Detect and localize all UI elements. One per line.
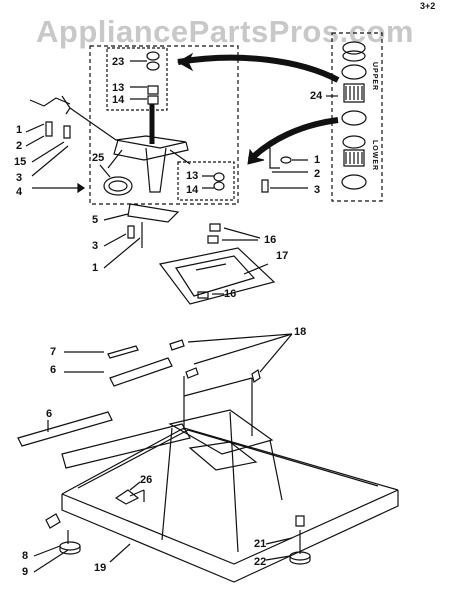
lower-label: LOWER <box>371 140 378 172</box>
right-clip <box>262 148 280 168</box>
upper-label: UPPER <box>371 62 378 92</box>
callout-1b: 1 <box>314 154 321 166</box>
upper-ring-1 <box>343 42 365 54</box>
callout-1a: 1 <box>16 124 23 136</box>
callout-1c: 1 <box>92 262 99 274</box>
callout-18: 18 <box>294 326 307 338</box>
callout-19: 19 <box>94 562 107 574</box>
watermark: AppliancePartsPros.com <box>36 14 414 49</box>
callout-2b: 2 <box>314 168 321 180</box>
callout-9: 9 <box>22 566 29 578</box>
lower-ring-1 <box>343 136 365 148</box>
callout-6b: 6 <box>46 408 53 420</box>
callout-25: 25 <box>92 152 105 164</box>
upper-seal <box>342 111 366 125</box>
upper-bearing <box>344 84 364 102</box>
part-17-plate <box>160 248 274 304</box>
callout-3b: 3 <box>314 184 321 196</box>
base-frame-front <box>62 490 398 564</box>
callout-8: 8 <box>22 550 29 562</box>
callout-6a: 6 <box>50 364 57 376</box>
lower-bearing <box>344 150 364 166</box>
callout-23: 23 <box>112 56 125 68</box>
callout-3c: 3 <box>92 240 99 252</box>
base-frame-rear <box>62 428 398 494</box>
part-26 <box>116 490 138 504</box>
part-25-ring <box>104 177 132 195</box>
right-panel-outline <box>332 33 382 201</box>
left-clip <box>30 98 70 106</box>
frame-rail-left <box>62 424 190 468</box>
callout-4: 4 <box>16 186 23 198</box>
callout-15: 15 <box>14 156 27 168</box>
callout-13a: 13 <box>112 82 125 94</box>
callout-17: 17 <box>276 250 289 262</box>
callout-22: 22 <box>254 556 267 568</box>
upper-arrow <box>178 58 338 80</box>
lower-seal <box>342 175 366 189</box>
callout-24: 24 <box>310 90 323 102</box>
callout-16a: 16 <box>264 234 277 246</box>
upper-inset-box <box>107 48 167 110</box>
callout-14a: 14 <box>112 94 125 106</box>
callout-5: 5 <box>92 214 99 226</box>
callout-3a: 3 <box>16 172 23 184</box>
right-inset-box <box>178 162 234 200</box>
lower-arrow <box>250 120 338 160</box>
part-6-upper <box>110 358 172 386</box>
header-mark: 3+2 <box>420 1 436 11</box>
part-6-lower <box>18 412 112 446</box>
callout-2a: 2 <box>16 140 23 152</box>
upper-ring-2 <box>342 65 366 79</box>
part-5-bracket <box>128 204 178 222</box>
callout-26: 26 <box>140 474 153 486</box>
callout-21: 21 <box>254 538 267 550</box>
part-7 <box>108 346 138 358</box>
callout-16b: 16 <box>224 288 237 300</box>
main-box-outline <box>90 46 238 204</box>
part-9-foot <box>60 542 80 550</box>
left-bolt <box>46 122 52 136</box>
callout-14b: 14 <box>186 184 199 196</box>
part-8 <box>46 514 60 528</box>
part-21 <box>296 516 304 526</box>
callout-13b: 13 <box>186 170 199 182</box>
spider-leg <box>146 148 166 192</box>
callout-7: 7 <box>50 346 57 358</box>
tub-cradle <box>170 410 272 454</box>
